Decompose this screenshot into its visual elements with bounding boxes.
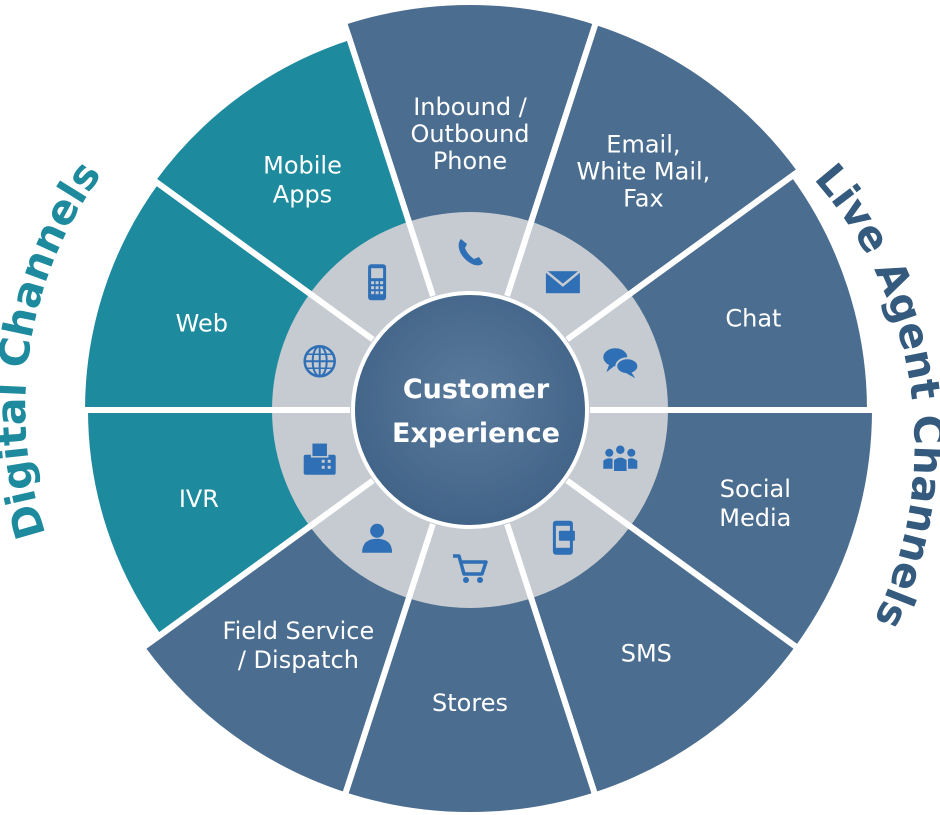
segment-label-line: Web <box>176 310 228 338</box>
ring-divider <box>405 218 436 297</box>
segment-label-line: / Dispatch <box>238 646 359 674</box>
ring-divider <box>565 478 634 531</box>
segment-label-line: Phone <box>433 147 507 175</box>
center-circle <box>351 291 589 529</box>
segment-label-line: Outbound <box>410 120 529 148</box>
ring-divider <box>504 218 535 297</box>
mobile-phone-icon <box>368 264 387 301</box>
segment-label-line: Fax <box>623 185 664 213</box>
smartphone-message-icon <box>552 520 575 555</box>
segment-label-line: Apps <box>273 181 332 209</box>
segment-label-line: Chat <box>725 305 781 333</box>
ring-divider <box>565 289 634 342</box>
person-icon <box>362 523 393 553</box>
fax-machine-icon <box>303 442 336 475</box>
segment-label-line: Email, <box>606 131 680 159</box>
segment-label-line: Social <box>720 475 791 503</box>
envelope-icon <box>545 270 581 294</box>
ring-dividers <box>270 218 670 602</box>
segment-label-line: Stores <box>432 689 508 717</box>
ring-divider <box>405 523 436 602</box>
segment-label-line: Media <box>719 504 791 532</box>
segment-label-line: SMS <box>621 640 672 668</box>
segment-label-line: Field Service <box>223 617 375 645</box>
segment-label-line: Mobile <box>263 152 342 180</box>
ring-divider <box>306 289 375 342</box>
segment-label-line: Inbound / <box>413 93 527 121</box>
ring-divider <box>306 478 375 531</box>
phone-icon <box>458 239 483 266</box>
icons-layer <box>303 239 640 583</box>
segment-label-line: White Mail, <box>577 158 711 186</box>
segment-stores: Stores <box>341 400 599 815</box>
shopping-cart-icon <box>453 554 488 583</box>
globe-icon <box>303 344 336 378</box>
segment-wedge <box>340 0 600 420</box>
segment-wedge <box>341 400 599 815</box>
people-group-icon <box>603 444 638 473</box>
center-title-line1: Customer <box>403 374 550 405</box>
segment-label-line: IVR <box>179 485 219 513</box>
center-title-line2: Experience <box>392 418 560 449</box>
ring-divider <box>504 523 535 602</box>
chat-bubbles-icon <box>603 348 640 379</box>
